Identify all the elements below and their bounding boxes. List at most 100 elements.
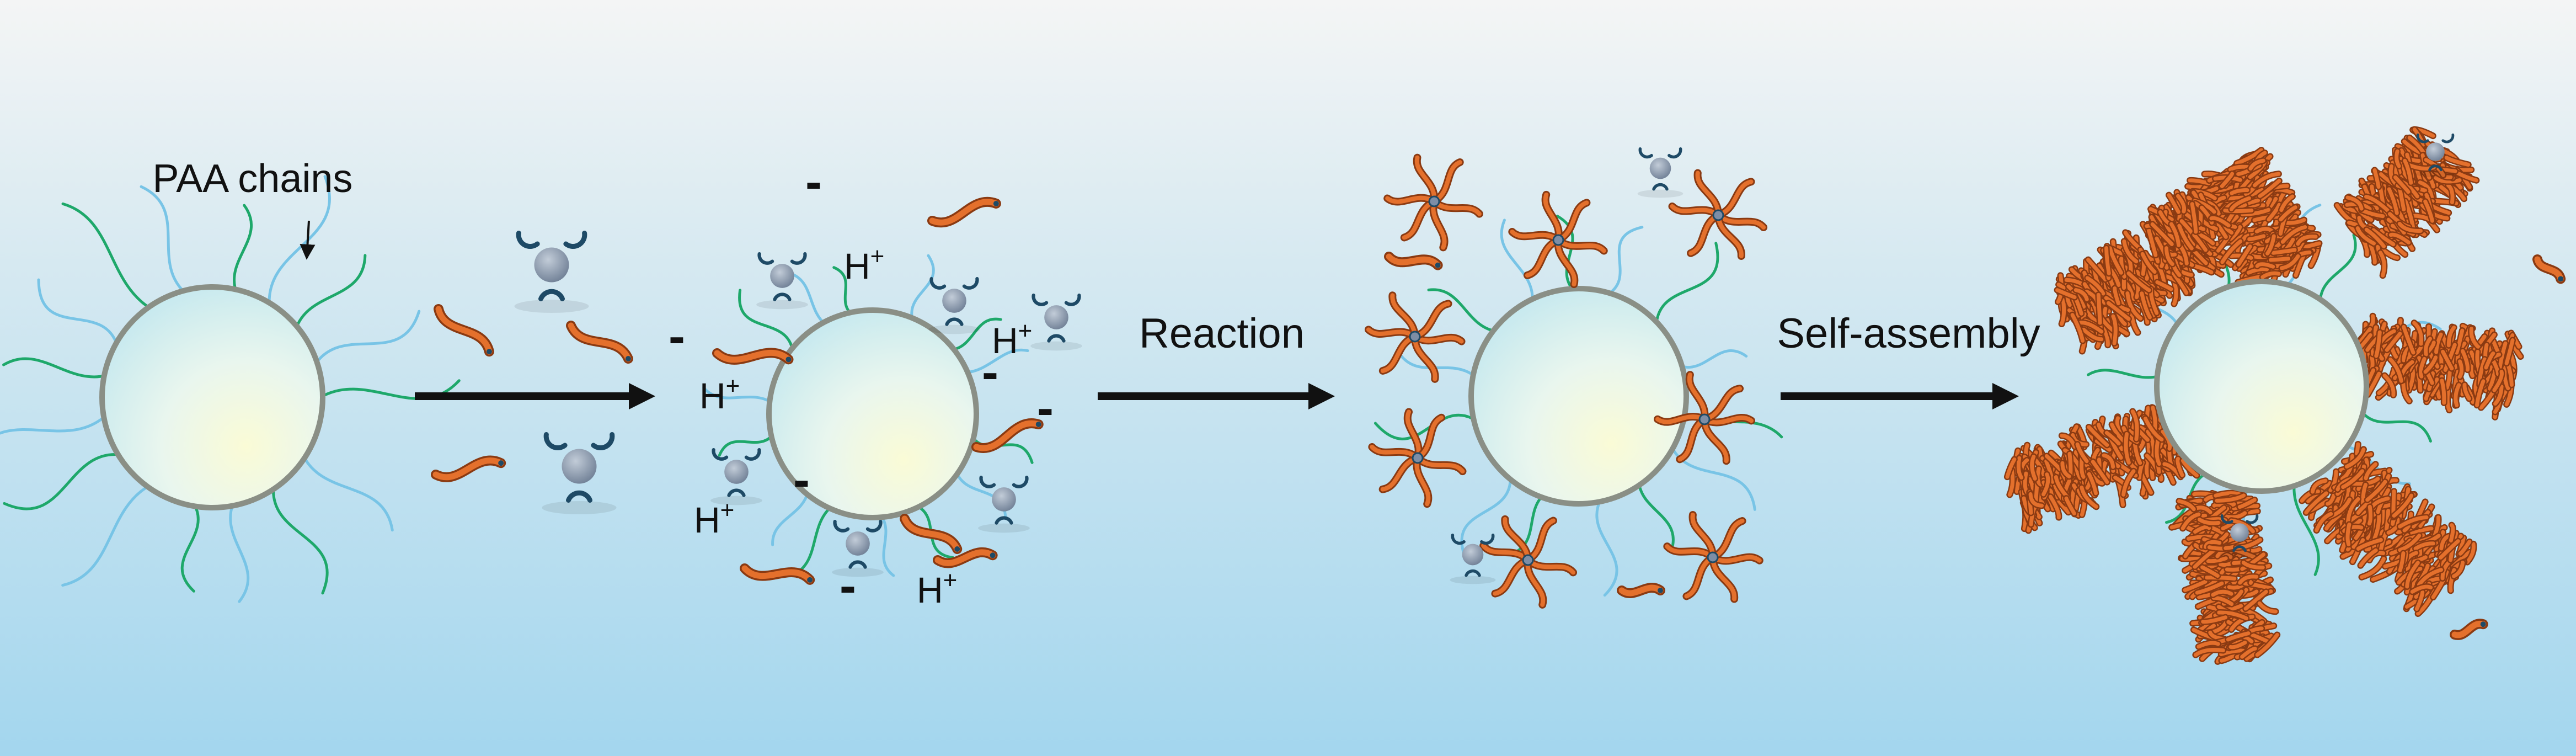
paa-chain — [2318, 233, 2357, 304]
particle-adsorbed — [766, 307, 979, 520]
fiber — [2192, 233, 2208, 252]
fiber — [2385, 332, 2402, 352]
fiber — [2388, 357, 2403, 383]
clip-receptor — [2428, 164, 2443, 172]
paa-chain — [3, 453, 122, 510]
fiber — [2167, 193, 2180, 214]
coordination-star-icon — [1663, 511, 1763, 603]
fiber — [2005, 457, 2017, 479]
fiber — [2374, 330, 2382, 358]
arrow-self-assembly — [1781, 383, 2019, 409]
fiber — [2271, 248, 2297, 255]
clip-receptor — [962, 277, 979, 290]
paa-chain — [879, 513, 895, 577]
metal-ion-icon — [1637, 147, 1684, 198]
star-arm — [1695, 171, 1721, 217]
sphere-particle — [766, 307, 979, 520]
clip-receptor — [1465, 569, 1481, 577]
fiber — [2169, 222, 2181, 247]
ion-core — [1462, 544, 1484, 566]
star-arm — [1380, 334, 1417, 373]
fiber — [2217, 610, 2248, 621]
negative-charge-label: - — [982, 345, 998, 400]
fiber — [2413, 541, 2435, 551]
star-center — [1707, 551, 1719, 563]
star-arm — [1385, 195, 1436, 204]
fiber — [2240, 646, 2257, 659]
clip-receptor — [833, 520, 850, 533]
strand-end — [625, 356, 631, 361]
fiber — [2382, 535, 2403, 552]
fiber — [2345, 522, 2351, 546]
fiber — [2236, 244, 2252, 267]
paa-chain — [302, 454, 394, 532]
fiber — [2269, 257, 2290, 262]
paa-chain — [1637, 481, 1675, 547]
strand-fill — [435, 306, 493, 355]
ligand-strand-icon — [933, 547, 998, 568]
fiber — [2410, 584, 2433, 594]
star-arm — [1716, 213, 1766, 230]
strand-end — [807, 577, 813, 583]
fiber — [2140, 291, 2152, 320]
shadow — [832, 567, 884, 577]
fiber — [2417, 568, 2444, 587]
fiber — [2386, 517, 2400, 535]
fiber — [2154, 262, 2166, 284]
fiber — [2215, 493, 2246, 503]
star-arm — [1402, 199, 1436, 240]
paa-chain — [771, 491, 810, 546]
shadow — [1637, 189, 1684, 198]
paa-chains — [702, 254, 1034, 577]
fiber — [2367, 504, 2373, 526]
fiber — [2255, 632, 2279, 657]
strand-fill — [568, 322, 632, 362]
fiber — [2073, 288, 2089, 301]
fiber — [2229, 615, 2254, 632]
fiber — [2193, 525, 2211, 534]
clip-receptor — [744, 448, 761, 461]
fiber — [2243, 589, 2268, 611]
coordination-star-icon — [1364, 291, 1466, 383]
strand-end — [2480, 621, 2486, 627]
strand-fill — [1618, 584, 1664, 597]
fiber — [2458, 540, 2472, 556]
strand-fill — [432, 457, 504, 481]
fiber — [2454, 383, 2461, 407]
clip-receptor — [2416, 133, 2429, 143]
fiber — [2209, 216, 2231, 228]
sphere-particle — [2154, 279, 2369, 494]
strand-end — [498, 460, 504, 466]
fiber — [2164, 246, 2174, 267]
ligand-strand-icon — [927, 196, 1001, 228]
fiber — [2143, 416, 2164, 442]
clip-receptor — [1638, 147, 1653, 159]
star-center — [1412, 452, 1424, 464]
fiber — [2007, 468, 2015, 497]
paa-chain — [268, 175, 331, 307]
fiber — [2403, 199, 2415, 231]
ion-core — [534, 247, 569, 283]
fiber — [2113, 286, 2120, 306]
fiber — [2302, 241, 2321, 249]
fiber-bundle-icon — [2299, 440, 2477, 617]
fiber — [2048, 488, 2071, 514]
fiber — [2171, 271, 2189, 295]
fiber — [2434, 332, 2443, 354]
star-arm — [1687, 372, 1707, 422]
fiber — [2123, 230, 2141, 250]
proton-label: H+ — [917, 567, 957, 610]
strand-fill — [934, 549, 996, 566]
star-arm — [1413, 301, 1451, 339]
ion-core — [1044, 305, 1068, 329]
fiber — [2220, 172, 2235, 188]
star-arm — [1702, 416, 1754, 425]
metal-ion-icon — [514, 231, 589, 313]
fiber — [2080, 485, 2098, 509]
fiber — [2388, 164, 2398, 186]
strand-end — [990, 552, 996, 558]
fiber — [2443, 343, 2457, 372]
fiber — [2412, 321, 2423, 346]
fiber — [2241, 561, 2265, 569]
fiber — [2265, 234, 2276, 255]
